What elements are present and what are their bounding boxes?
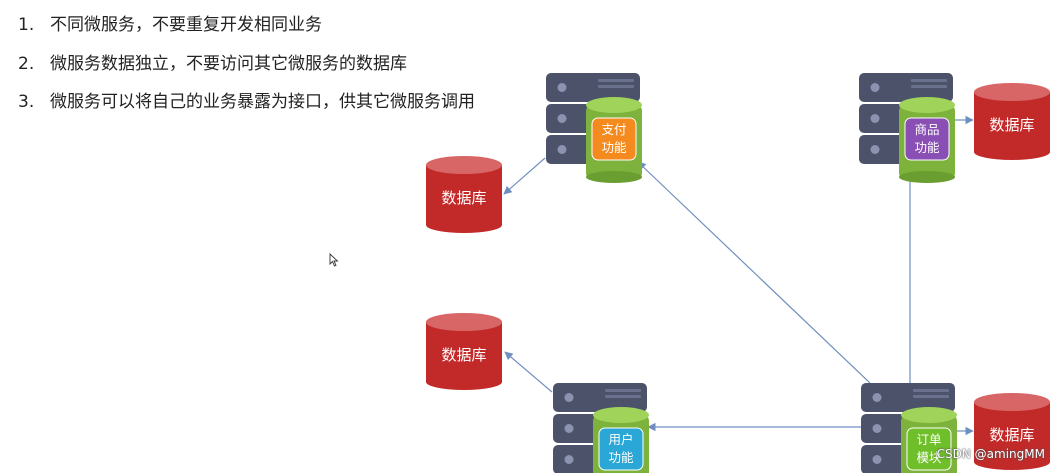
database-user: 数据库 — [426, 313, 502, 390]
principle-item: 2. 微服务数据独立，不要访问其它微服务的数据库 — [18, 51, 475, 90]
principle-item: 1. 不同微服务，不要重复开发相同业务 — [18, 12, 475, 51]
connection-arrows — [503, 115, 974, 436]
service-badge — [591, 117, 637, 161]
database-pay: 数据库 — [426, 156, 502, 233]
database-label: 数据库 — [441, 346, 486, 364]
service-label-line1: 订单 — [916, 432, 941, 447]
watermark: CSDN @amingMM — [936, 447, 1045, 461]
database-label: 数据库 — [989, 116, 1034, 134]
pay-service: 支付 功能 — [546, 73, 642, 183]
item-number: 1. — [18, 15, 35, 35]
database-order: 数据库 — [974, 393, 1050, 470]
arrow-pay-to-db — [503, 157, 546, 195]
service-label-line1: 用户 — [608, 432, 633, 447]
service-badge — [906, 427, 952, 471]
user-service: 用户 功能 — [553, 383, 649, 473]
service-label-line2: 模块 — [916, 450, 942, 465]
database-label: 数据库 — [441, 189, 486, 207]
service-label-line1: 商品 — [914, 122, 939, 137]
mouse-cursor-icon — [329, 253, 339, 267]
database-goods: 数据库 — [974, 83, 1050, 160]
service-label-line2: 功能 — [914, 140, 940, 155]
service-badge — [904, 117, 950, 161]
arrow-order-to-pay — [637, 161, 871, 384]
order-service: 订单 模块 — [861, 383, 957, 473]
arrow-user-to-db — [504, 351, 553, 393]
item-text: 微服务数据独立，不要访问其它微服务的数据库 — [50, 53, 407, 74]
service-label-line2: 功能 — [601, 140, 627, 155]
item-number: 3. — [18, 92, 35, 112]
service-label-line2: 功能 — [608, 450, 634, 465]
service-badge — [598, 427, 644, 471]
item-text: 不同微服务，不要重复开发相同业务 — [50, 15, 322, 35]
principles-list: 1. 不同微服务，不要重复开发相同业务 2. 微服务数据独立，不要访问其它微服务的数… — [18, 12, 475, 128]
item-text: 微服务可以将自己的业务暴露为接口，供其它微服务调用 — [50, 92, 475, 112]
principle-item: 3. 微服务可以将自己的业务暴露为接口，供其它微服务调用 — [18, 89, 475, 128]
item-number: 2. — [18, 53, 35, 74]
database-label: 数据库 — [989, 426, 1034, 444]
service-label-line1: 支付 — [601, 122, 626, 137]
goods-service: 商品 功能 — [859, 73, 955, 183]
